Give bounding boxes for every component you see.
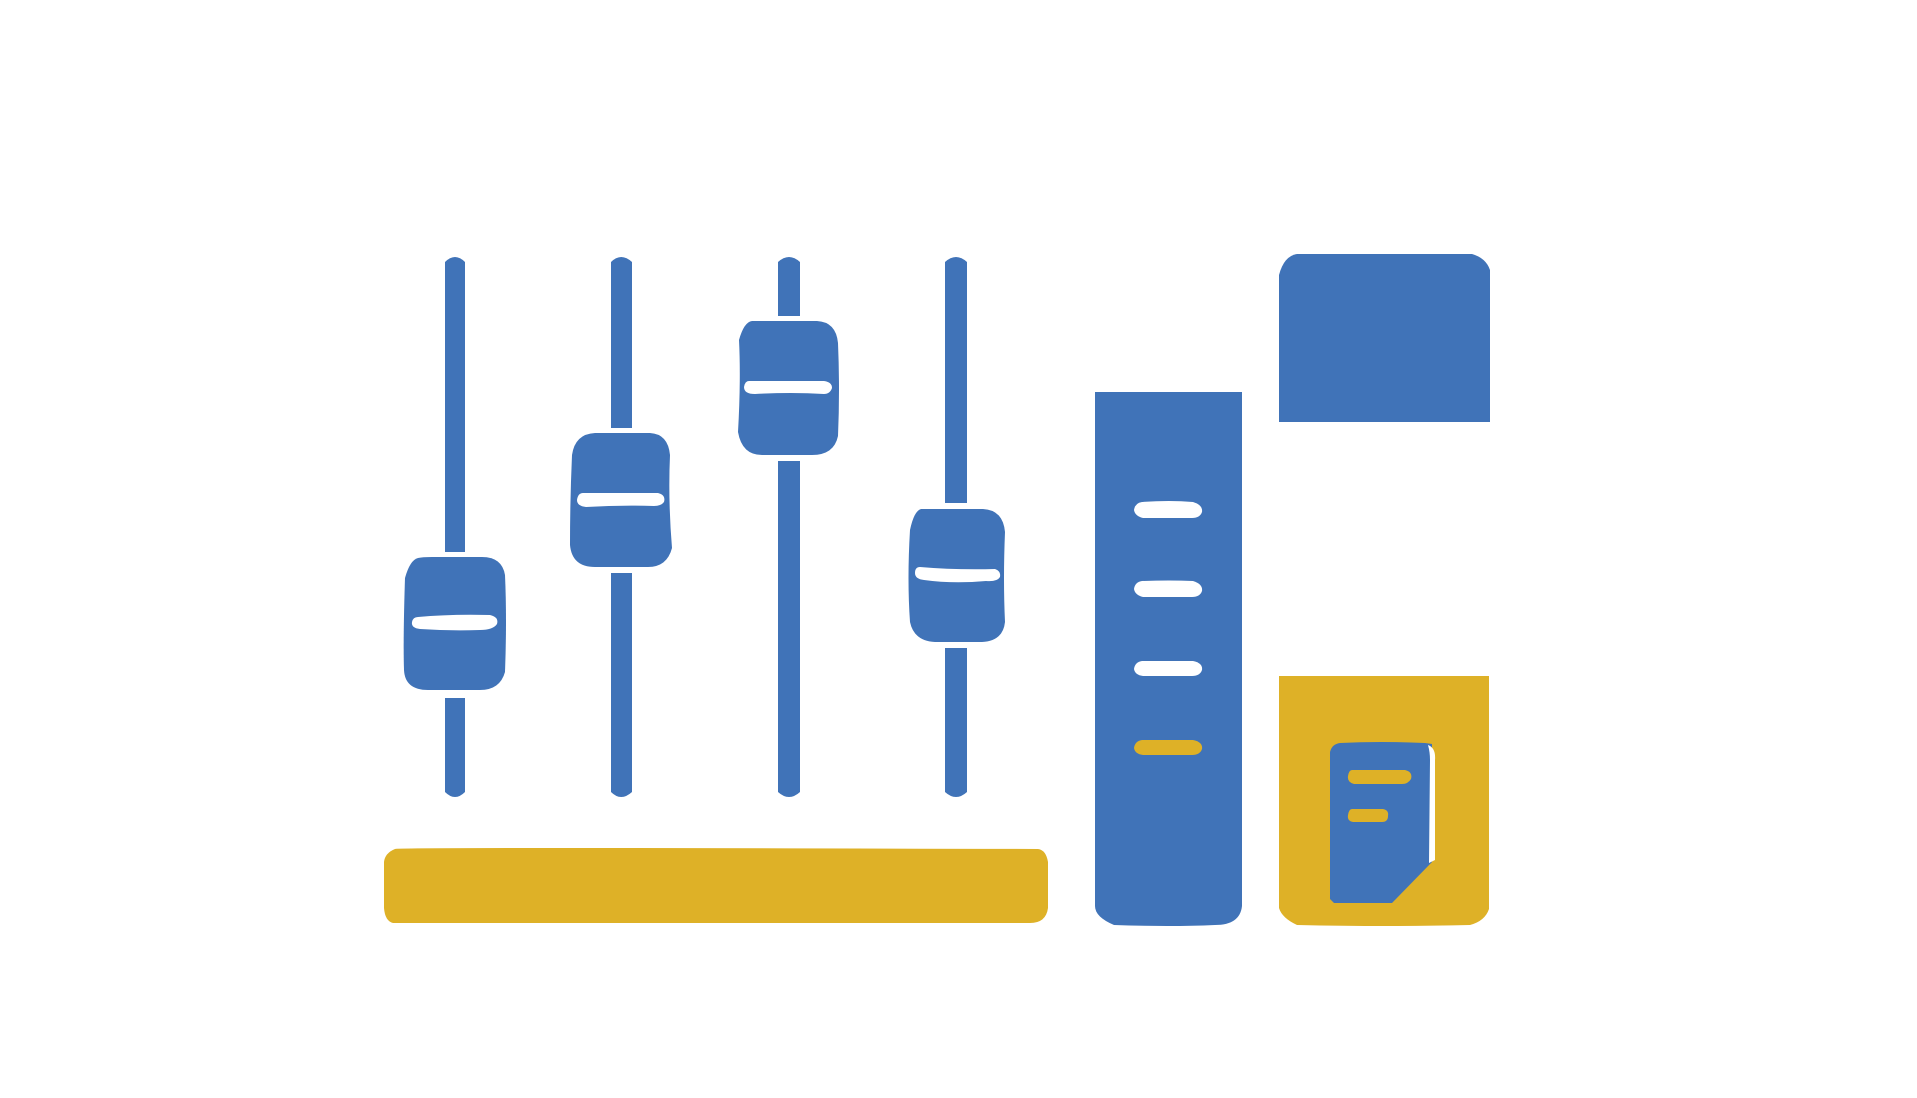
base-bar xyxy=(384,848,1048,923)
slider-track-2 xyxy=(611,257,632,428)
document-fold-highlight xyxy=(1428,745,1436,863)
list-panel-body xyxy=(1095,392,1242,926)
list-panel xyxy=(1095,392,1242,926)
slider-knob-4-notch xyxy=(915,567,1001,583)
slider-knob-1-notch xyxy=(411,614,498,631)
list-panel-line-4 xyxy=(1134,740,1203,755)
slider-track-1-lower xyxy=(445,698,465,797)
slider-knob-2 xyxy=(570,433,672,567)
slider-track-3-lower xyxy=(778,461,800,797)
slider-track-2-lower xyxy=(611,573,632,797)
slider-knob-2-notch xyxy=(577,493,665,507)
document-line-1 xyxy=(1347,770,1412,784)
list-panel-line-1 xyxy=(1134,501,1203,518)
slider-track-3 xyxy=(778,257,800,316)
slider-knob-4 xyxy=(908,509,1005,642)
top-block xyxy=(1279,254,1490,422)
slider-knob-3-notch xyxy=(744,381,832,394)
document-card xyxy=(1279,676,1489,926)
slider-track-4 xyxy=(945,257,967,503)
slider-knob-3 xyxy=(738,321,839,455)
list-panel-line-2 xyxy=(1134,580,1203,597)
slider-track-1 xyxy=(445,257,465,552)
document-line-2 xyxy=(1347,809,1389,822)
slider-track-4-lower xyxy=(945,648,967,797)
list-panel-line-3 xyxy=(1134,661,1203,676)
slider-knobs xyxy=(403,321,1005,690)
slider-tracks xyxy=(445,257,967,797)
slider-knob-1 xyxy=(403,557,506,690)
